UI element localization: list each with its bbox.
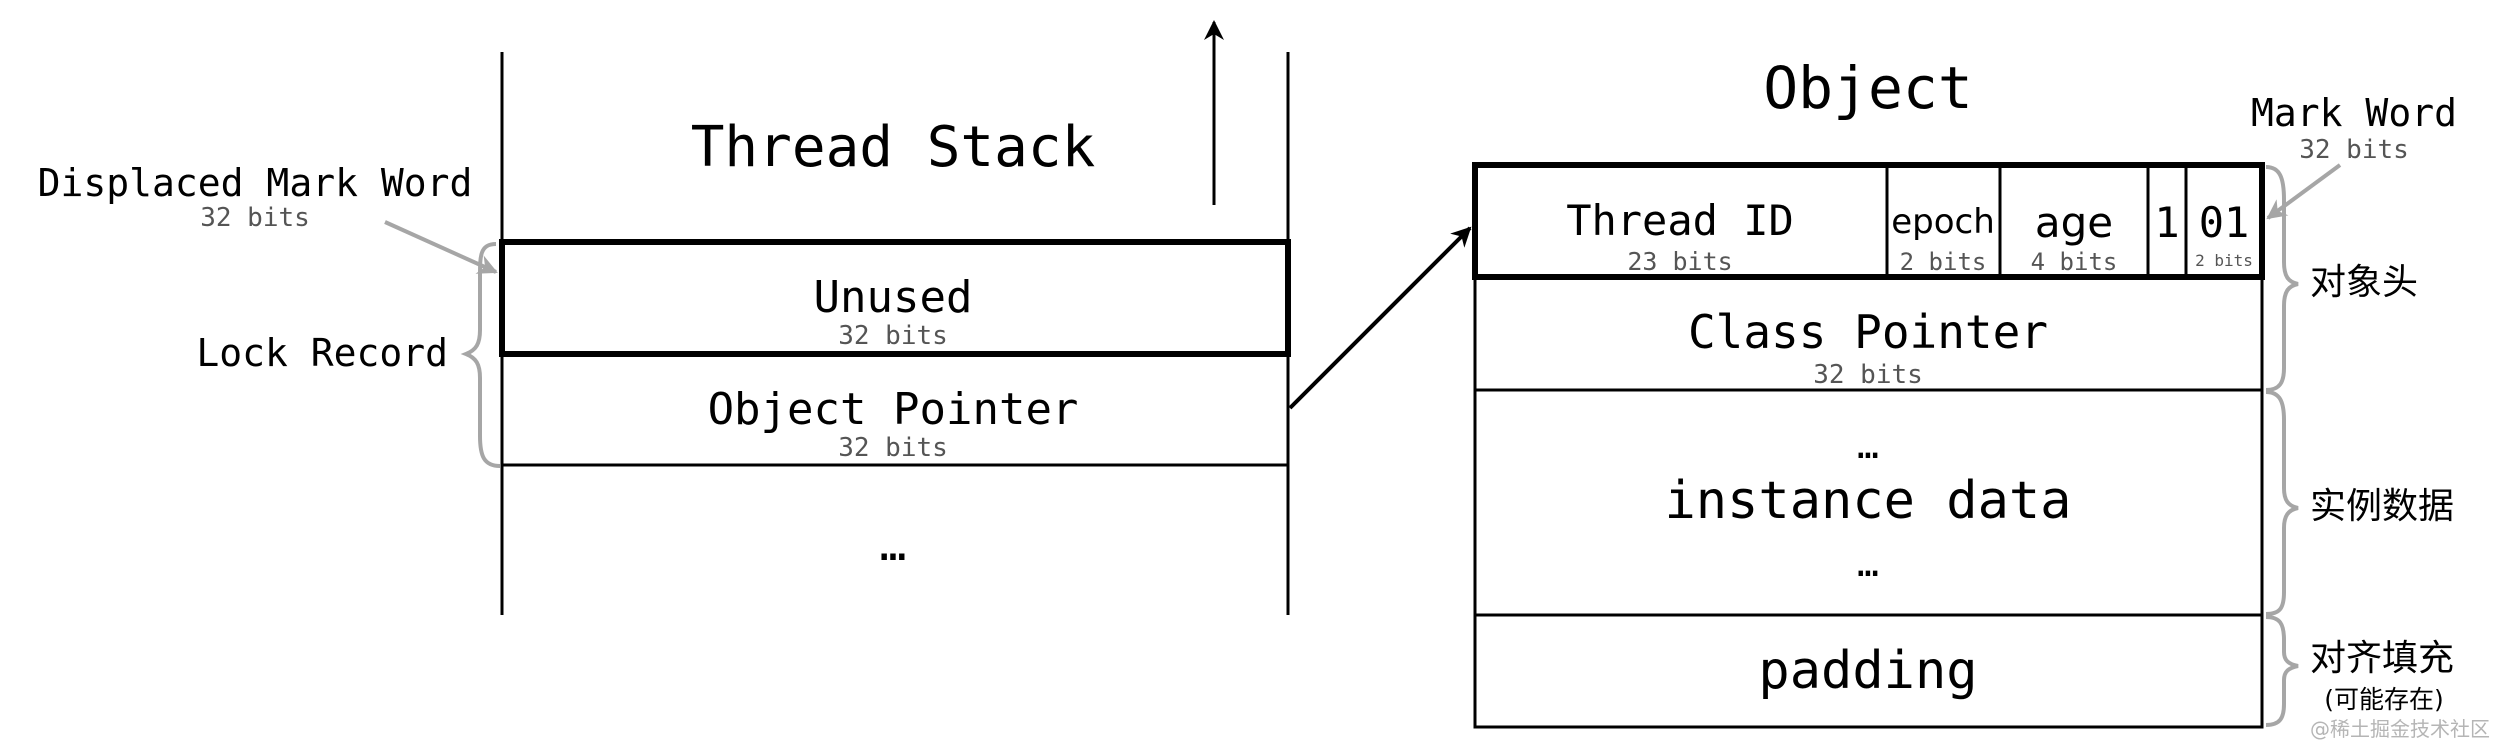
padding-group-note: (可能存在) (2324, 685, 2444, 714)
mark-word-bits: 32 bits (2299, 135, 2409, 165)
thread-id-bits: 23 bits (1627, 247, 1732, 276)
padding-group-label: 对齐填充 (2310, 638, 2454, 679)
stack-title: Thread Stack (691, 115, 1096, 180)
lock-flag-bits: 2 bits (2195, 251, 2253, 270)
lock-flag-label: 01 (2199, 198, 2250, 247)
object-pointer-label: Object Pointer (708, 384, 1079, 435)
age-bits: 4 bits (2031, 248, 2118, 276)
biased-flag-label: 1 (2154, 198, 2179, 247)
displaced-mark-word-label: Displaced Mark Word (38, 161, 473, 205)
object-pointer-arrow (1288, 226, 1472, 410)
unused-bits: 32 bits (838, 321, 948, 351)
object-pointer-bits: 32 bits (838, 433, 948, 463)
mark-word-arrow (2266, 163, 2342, 220)
displaced-mark-word-bits: 32 bits (200, 203, 310, 233)
object-header-brace (2265, 165, 2299, 392)
object-header-label: 对象头 (2310, 262, 2418, 303)
class-pointer-label: Class Pointer (1688, 305, 2048, 359)
instance-data-brace (2265, 390, 2299, 616)
instance-data-group-label: 实例数据 (2310, 486, 2454, 527)
lock-record-label: Lock Record (196, 331, 448, 375)
object-layout: Object Thread ID 23 bits epoch 2 bits ag… (1472, 54, 2457, 729)
mark-word-label: Mark Word (2251, 91, 2457, 135)
displaced-arrow (384, 220, 498, 274)
age-label: age (2035, 198, 2113, 247)
unused-slot (499, 239, 1291, 357)
thread-id-label: Thread ID (1566, 196, 1794, 245)
padding-label: padding (1758, 641, 1977, 701)
epoch-label: epoch (1891, 202, 1995, 242)
class-pointer-bits: 32 bits (1813, 360, 1923, 390)
unused-label: Unused (814, 272, 973, 323)
mark-word-row (1472, 162, 2265, 280)
epoch-bits: 2 bits (1900, 248, 1987, 276)
watermark: @稀土掘金技术社区 (2310, 717, 2490, 741)
instance-data-label: instance data (1665, 471, 2072, 531)
lock-record-brace (460, 242, 501, 468)
object-title: Object (1763, 54, 1973, 122)
instance-ellipsis-top: … (1857, 426, 1879, 467)
instance-ellipsis-bottom: … (1857, 544, 1879, 585)
stack-ellipsis: … (880, 520, 907, 571)
padding-brace (2265, 615, 2299, 727)
thread-stack: Thread Stack Unused 32 bits Object Point… (38, 20, 1291, 615)
